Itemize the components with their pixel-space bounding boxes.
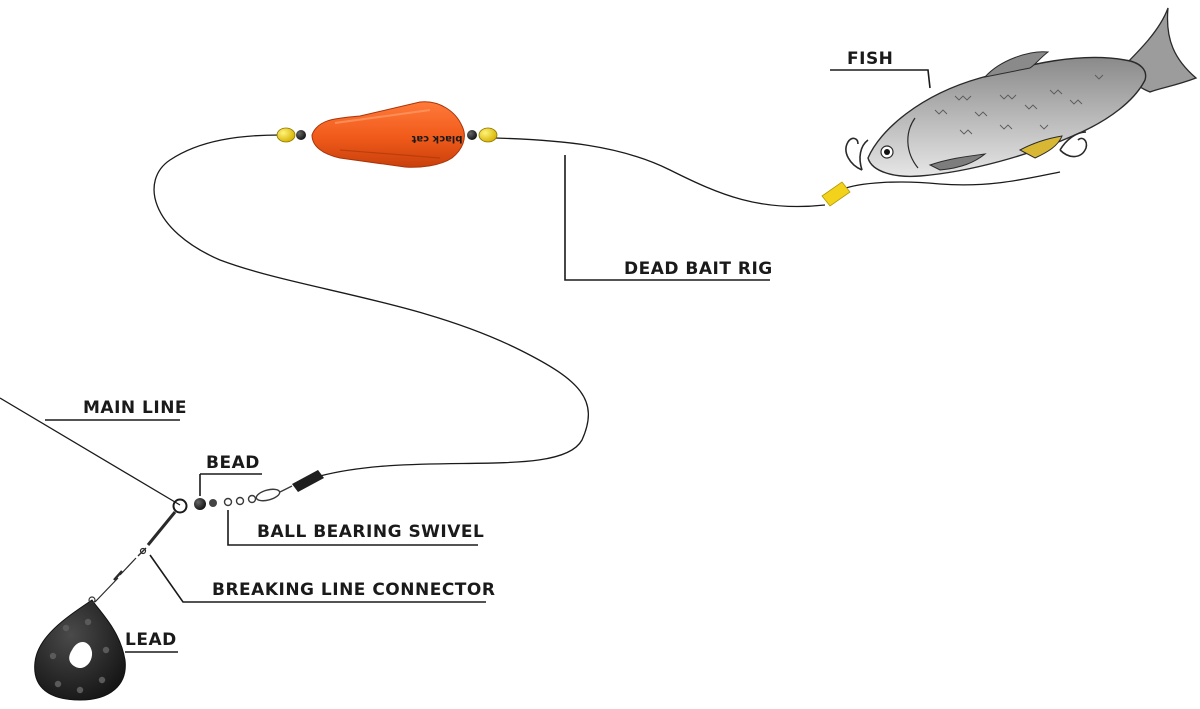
bead-black-left [296,130,306,140]
treble-hook-front [845,137,869,171]
terminal-tackle [34,470,324,701]
leader-dead-bait-rig [564,155,770,281]
bead-yellow-right [478,127,498,143]
label-lead: LEAD [125,630,177,650]
rig-line-bait-to-hook [839,171,1061,191]
label-fish: FISH [847,49,893,69]
rig-line-loop [153,134,589,477]
ball-bearing-swivel [223,485,293,507]
float-assembly: black cat [276,101,498,168]
label-main-line: MAIN LINE [83,398,187,418]
fishing-line [0,134,1061,506]
float-body: black cat [311,101,465,168]
label-bead: BEAD [206,453,260,473]
leader-bead [199,473,262,496]
lead-weight [34,596,126,701]
swivel-eye-ring [172,498,188,514]
bead-yellow-left [276,127,296,143]
fish-pectoral-fin [928,153,987,171]
label-dead-bait-rig: DEAD BAIT RIG [624,259,773,279]
bead-black-right [467,130,477,140]
fish-illustration [845,7,1198,178]
fish-body [867,56,1147,178]
leader-connector [149,554,486,603]
leader-fish [830,69,931,89]
label-leaders [45,69,931,653]
breaking-line-connector [94,511,177,603]
treble-hook-rear [1059,131,1088,158]
leader-swivel [227,510,478,546]
fish-anal-fin [1018,135,1063,159]
label-ball-bearing-swivel: BALL BEARING SWIVEL [257,522,484,542]
bait-sleeve [821,181,851,207]
fish-gill [907,117,919,169]
rig-line-to-bait [494,137,826,208]
bead [194,498,206,510]
fish-scales [934,74,1104,135]
swivel-sleeve [292,470,324,492]
fish-dorsal-fin [983,51,1050,78]
main-line-segment [0,397,181,506]
float-brand-text: black cat [411,133,462,144]
label-breaking-line-connector: BREAKING LINE CONNECTOR [212,580,495,600]
